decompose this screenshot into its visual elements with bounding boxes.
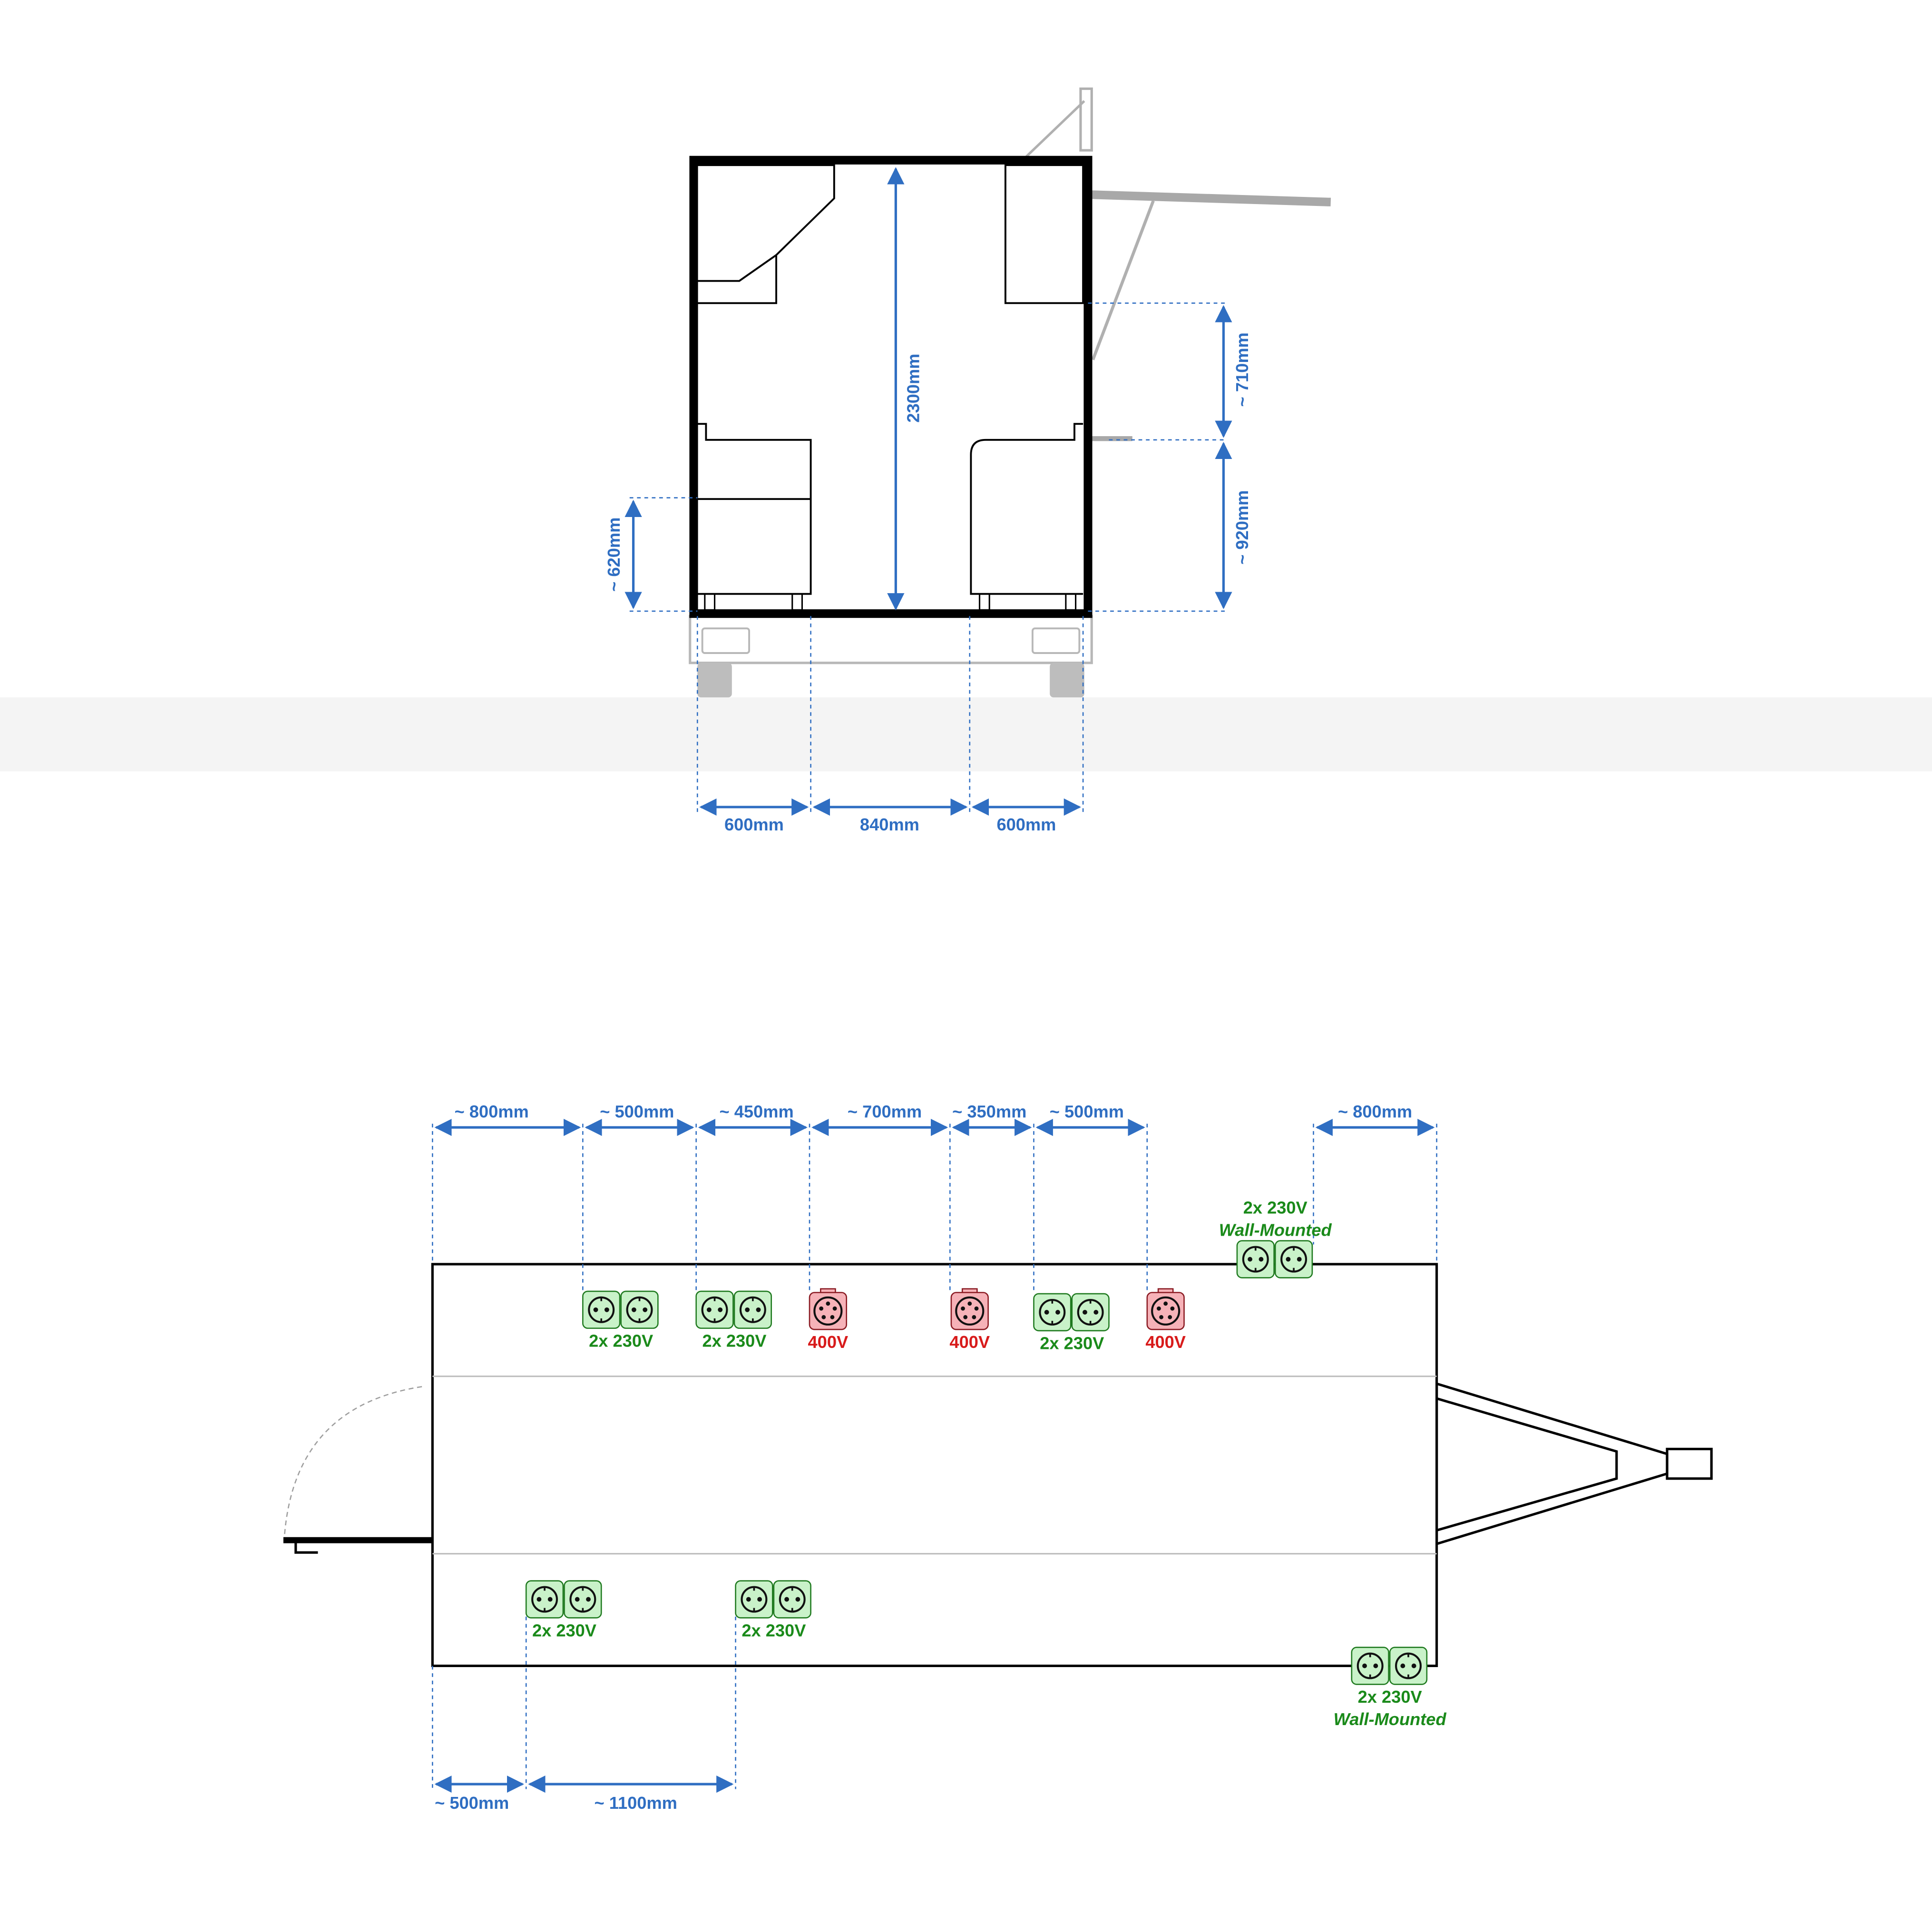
top-dim-label-3: ~ 450mm (720, 1102, 794, 1122)
chassis-slot-right (1031, 627, 1081, 654)
dim-height-label: 2300mm (904, 353, 923, 422)
dim-bottom-label-2: 840mm (860, 815, 919, 834)
dim-right-lower-label: ~ 920mm (1232, 490, 1252, 565)
wall-socket-double-230v-bottom (1351, 1647, 1428, 1685)
hitch-coupler (1666, 1447, 1713, 1480)
awning-strut (1091, 200, 1155, 361)
top-dim-label-4: ~ 700mm (848, 1102, 922, 1122)
wall-socket-double-230v-top (1236, 1240, 1313, 1278)
upper-cabinet-right (1004, 164, 1084, 304)
drawbar (1435, 1382, 1669, 1546)
counter-right-foot-a (978, 593, 990, 611)
socket-double-230v-5 (735, 1580, 811, 1619)
counter-left-foot-a (704, 593, 716, 611)
socket-label-6: 400V (1145, 1332, 1186, 1352)
top-dim-label-5: ~ 350mm (952, 1102, 1026, 1122)
wall-socket-top-sub: Wall-Mounted (1219, 1220, 1332, 1239)
socket-label-1: 2x 230V (589, 1331, 653, 1350)
socket-label-4: 400V (949, 1332, 990, 1352)
socket-400v-1 (809, 1288, 848, 1330)
dim-left-label: ~ 620mm (604, 517, 624, 592)
top-dim-label-7: ~ 800mm (1338, 1102, 1412, 1122)
door-handle (294, 1542, 318, 1554)
socket-400v-3 (1146, 1288, 1185, 1330)
counter-left (697, 423, 812, 595)
ground-band (0, 697, 1932, 771)
awning-post (1079, 87, 1093, 152)
awning-brace-top (1025, 100, 1085, 157)
upper-cabinet-left (697, 164, 835, 304)
socket-double-230v-2 (695, 1290, 772, 1329)
socket-label-7: 2x 230V (532, 1620, 596, 1640)
wheel-left (697, 663, 732, 698)
chassis (689, 615, 1093, 664)
chassis-slot-left (701, 627, 751, 654)
wall-socket-bottom-sub: Wall-Mounted (1334, 1709, 1447, 1729)
awning-roof (1091, 190, 1331, 206)
top-dim-label-1: ~ 800mm (455, 1102, 529, 1122)
bottom-extension-lines (431, 1616, 736, 1789)
bottom-dim-label-2: ~ 1100mm (595, 1793, 677, 1813)
plan-view: ~ 800mm ~ 500mm ~ 450mm ~ 700mm ~ 350mm … (283, 1102, 1713, 1813)
wall-socket-top-label: 2x 230V (1243, 1198, 1308, 1218)
socket-double-230v-1 (582, 1290, 659, 1329)
counter-right-foot-b (1065, 593, 1077, 611)
socket-label-5: 2x 230V (1040, 1334, 1104, 1353)
dim-right-upper-label: ~ 710mm (1232, 332, 1252, 407)
dim-bottom-label-3: 600mm (996, 815, 1056, 834)
container-wall (689, 156, 1093, 618)
socket-double-230v-3 (1033, 1293, 1110, 1332)
socket-double-230v-4 (525, 1580, 602, 1619)
wall-socket-bottom-label: 2x 230V (1358, 1687, 1422, 1707)
counter-right (970, 423, 1083, 595)
upper-cabinet-left-inner (697, 254, 777, 282)
wheel-right (1050, 663, 1084, 698)
cross-section-view: 2300mm ~ 710mm ~ 920mm ~ 620mm 600mm 840… (0, 87, 1932, 834)
socket-label-3: 400V (808, 1332, 849, 1352)
dim-bottom-label-1: 600mm (724, 815, 784, 834)
door-swing-arc (284, 1386, 425, 1534)
socket-label-2: 2x 230V (702, 1331, 766, 1350)
socket-label-8: 2x 230V (742, 1620, 806, 1640)
top-dim-label-6: ~ 500mm (1050, 1102, 1124, 1122)
bottom-dim-label-1: ~ 500mm (435, 1793, 509, 1813)
socket-400v-2 (950, 1288, 989, 1330)
counter-left-foot-b (791, 593, 803, 611)
top-dim-label-2: ~ 500mm (600, 1102, 674, 1122)
